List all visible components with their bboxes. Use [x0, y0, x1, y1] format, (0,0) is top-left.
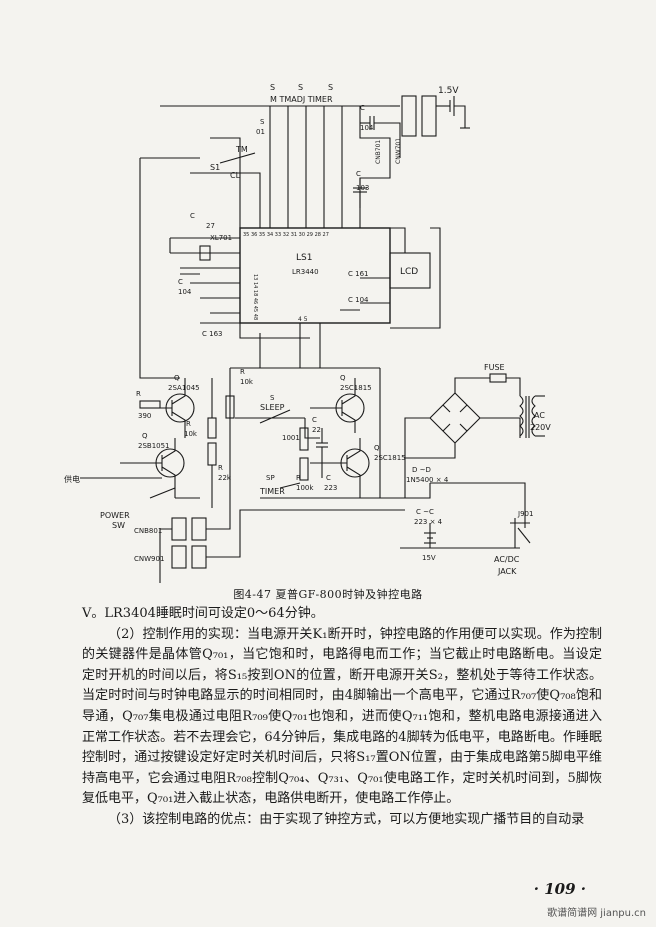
svg-text:CNB701: CNB701 — [375, 140, 382, 164]
svg-text:C 104: C 104 — [348, 296, 369, 304]
svg-text:100k: 100k — [296, 484, 314, 492]
svg-text:01: 01 — [256, 128, 265, 136]
svg-text:R: R — [296, 474, 301, 482]
svg-text:104: 104 — [178, 288, 192, 296]
svg-text:S: S — [270, 394, 275, 402]
svg-text:10k: 10k — [184, 430, 198, 438]
svg-text:AC/DC: AC/DC — [494, 555, 520, 564]
svg-text:2SA1045: 2SA1045 — [168, 384, 200, 392]
svg-text:103: 103 — [356, 184, 369, 192]
watermark: 歌谱简谱网 jianpu.cn — [547, 908, 646, 919]
svg-text:SW: SW — [112, 521, 125, 530]
svg-text:SLEEP: SLEEP — [260, 403, 285, 412]
svg-text:LS1: LS1 — [296, 253, 312, 263]
svg-text:C 163: C 163 — [202, 330, 222, 338]
svg-text:Q: Q — [340, 374, 346, 382]
svg-text:R: R — [240, 368, 245, 376]
svg-text:C: C — [360, 104, 365, 112]
svg-text:TIMER: TIMER — [259, 487, 285, 496]
svg-text:CL: CL — [230, 171, 241, 180]
svg-text:390: 390 — [138, 412, 151, 420]
svg-text:CNB801: CNB801 — [134, 527, 162, 535]
svg-text:223: 223 — [324, 484, 337, 492]
svg-text:POWER: POWER — [100, 511, 130, 520]
svg-text:C ~C: C ~C — [416, 508, 434, 516]
svg-text:13 14 18 46 45 48: 13 14 18 46 45 48 — [252, 274, 258, 320]
svg-text:C: C — [356, 170, 361, 178]
svg-text:R: R — [218, 464, 223, 472]
svg-text:C: C — [312, 416, 317, 424]
svg-text:27: 27 — [206, 222, 215, 230]
svg-text:223 × 4: 223 × 4 — [414, 518, 443, 526]
svg-text:15V: 15V — [422, 554, 436, 562]
figure-caption: 图4-47 夏普GF-800时钟及钟控电路 — [233, 588, 423, 601]
schematic-wires — [80, 95, 545, 583]
svg-text:22: 22 — [312, 426, 321, 434]
svg-text:CNW701: CNW701 — [395, 138, 402, 164]
svg-text:LCD: LCD — [400, 267, 418, 277]
svg-text:D ~D: D ~D — [412, 466, 431, 474]
circuit-schematic: S S S M TMADJ TIMER 1.5V C 104 CNB701 CN… — [64, 83, 551, 583]
svg-text:104: 104 — [360, 124, 374, 132]
svg-text:M TMADJ TIMER: M TMADJ TIMER — [270, 95, 333, 104]
svg-text:1.5V: 1.5V — [438, 86, 459, 96]
svg-text:1001: 1001 — [282, 434, 300, 442]
svg-text:FUSE: FUSE — [484, 363, 505, 372]
svg-text:R: R — [136, 390, 141, 398]
schematic-labels: S S S M TMADJ TIMER 1.5V C 104 CNB701 CN… — [64, 83, 551, 576]
svg-text:S1: S1 — [210, 163, 220, 172]
svg-text:CNW901: CNW901 — [134, 555, 164, 563]
svg-text:SP: SP — [266, 474, 275, 482]
svg-text:S: S — [270, 83, 275, 92]
svg-text:22k: 22k — [218, 474, 232, 482]
svg-text:2SC1815: 2SC1815 — [340, 384, 372, 392]
paragraph-2: （2）控制作用的实现：当电源开关K₁断开时，钟控电路的作用便可以实现。作为控制的… — [82, 626, 602, 807]
svg-text:10k: 10k — [240, 378, 254, 386]
svg-text:Q: Q — [142, 432, 148, 440]
body-text: V。LR3404睡眠时间可设定0～64分钟。 （2）控制作用的实现：当电源开关K… — [82, 604, 602, 831]
svg-text:供电: 供电 — [64, 474, 80, 484]
svg-text:R: R — [186, 420, 191, 428]
svg-text:XL701: XL701 — [210, 234, 232, 242]
svg-text:JACK: JACK — [497, 567, 517, 576]
svg-text:1N5400 × 4: 1N5400 × 4 — [406, 476, 449, 484]
svg-text:C: C — [326, 474, 331, 482]
svg-text:TM: TM — [235, 145, 248, 154]
svg-text:Q: Q — [374, 444, 380, 452]
paragraph-1: V。LR3404睡眠时间可设定0～64分钟。 — [82, 606, 324, 621]
svg-text:J901: J901 — [517, 510, 533, 518]
svg-text:4 5: 4 5 — [298, 316, 308, 323]
svg-text:C: C — [190, 212, 195, 220]
svg-text:C 161: C 161 — [348, 270, 368, 278]
svg-text:Q: Q — [174, 374, 180, 382]
svg-text:LR3440: LR3440 — [292, 268, 319, 276]
svg-text:C: C — [178, 278, 183, 286]
svg-text:35 36 35 34 33 32 31 30 29 28: 35 36 35 34 33 32 31 30 29 28 27 — [243, 232, 329, 238]
svg-text:2SC1815: 2SC1815 — [374, 454, 406, 462]
svg-text:S: S — [260, 118, 265, 126]
svg-text:220V: 220V — [530, 423, 551, 432]
paragraph-3: （3）该控制电路的优点：由于实现了钟控方式，可以方便地实现广播节目的自动录 — [108, 811, 585, 827]
svg-text:S: S — [328, 83, 333, 92]
svg-text:S: S — [298, 83, 303, 92]
page-number: · 109 · — [533, 880, 586, 898]
svg-text:AC: AC — [534, 411, 545, 420]
svg-text:2SB1051: 2SB1051 — [138, 442, 170, 450]
